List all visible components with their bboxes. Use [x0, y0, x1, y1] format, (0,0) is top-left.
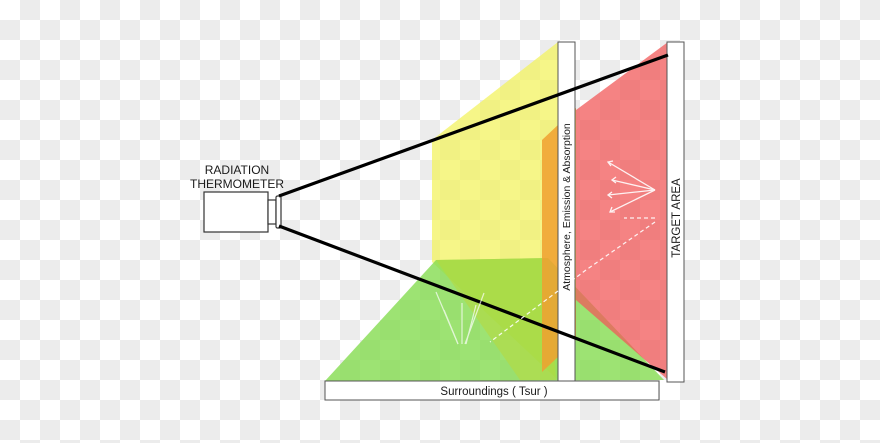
surroundings-board	[324, 380, 660, 401]
target-reflected-rays	[489, 217, 656, 343]
floor-overlap-region	[436, 258, 556, 380]
target-plane	[576, 42, 668, 380]
thermometer-lens	[275, 195, 282, 229]
thermometer-lens-housing	[267, 199, 277, 225]
target-emission-arrows	[606, 160, 656, 213]
atmosphere-label: Atmosphere, Emission & Absorption	[561, 123, 573, 291]
fov-upper-line	[278, 53, 669, 198]
thermometer-body	[203, 191, 269, 233]
thermometer-label-line1: RADIATION	[205, 163, 269, 177]
target-area-label: TARGET AREA	[671, 178, 683, 258]
surroundings-label: Surroundings ( Tsur )	[440, 386, 547, 398]
thermometer-label-line2: THERMOMETER	[190, 177, 284, 191]
fov-lower-line	[278, 224, 666, 374]
surroundings-emission-arrows	[435, 291, 485, 345]
target-board	[666, 41, 685, 383]
